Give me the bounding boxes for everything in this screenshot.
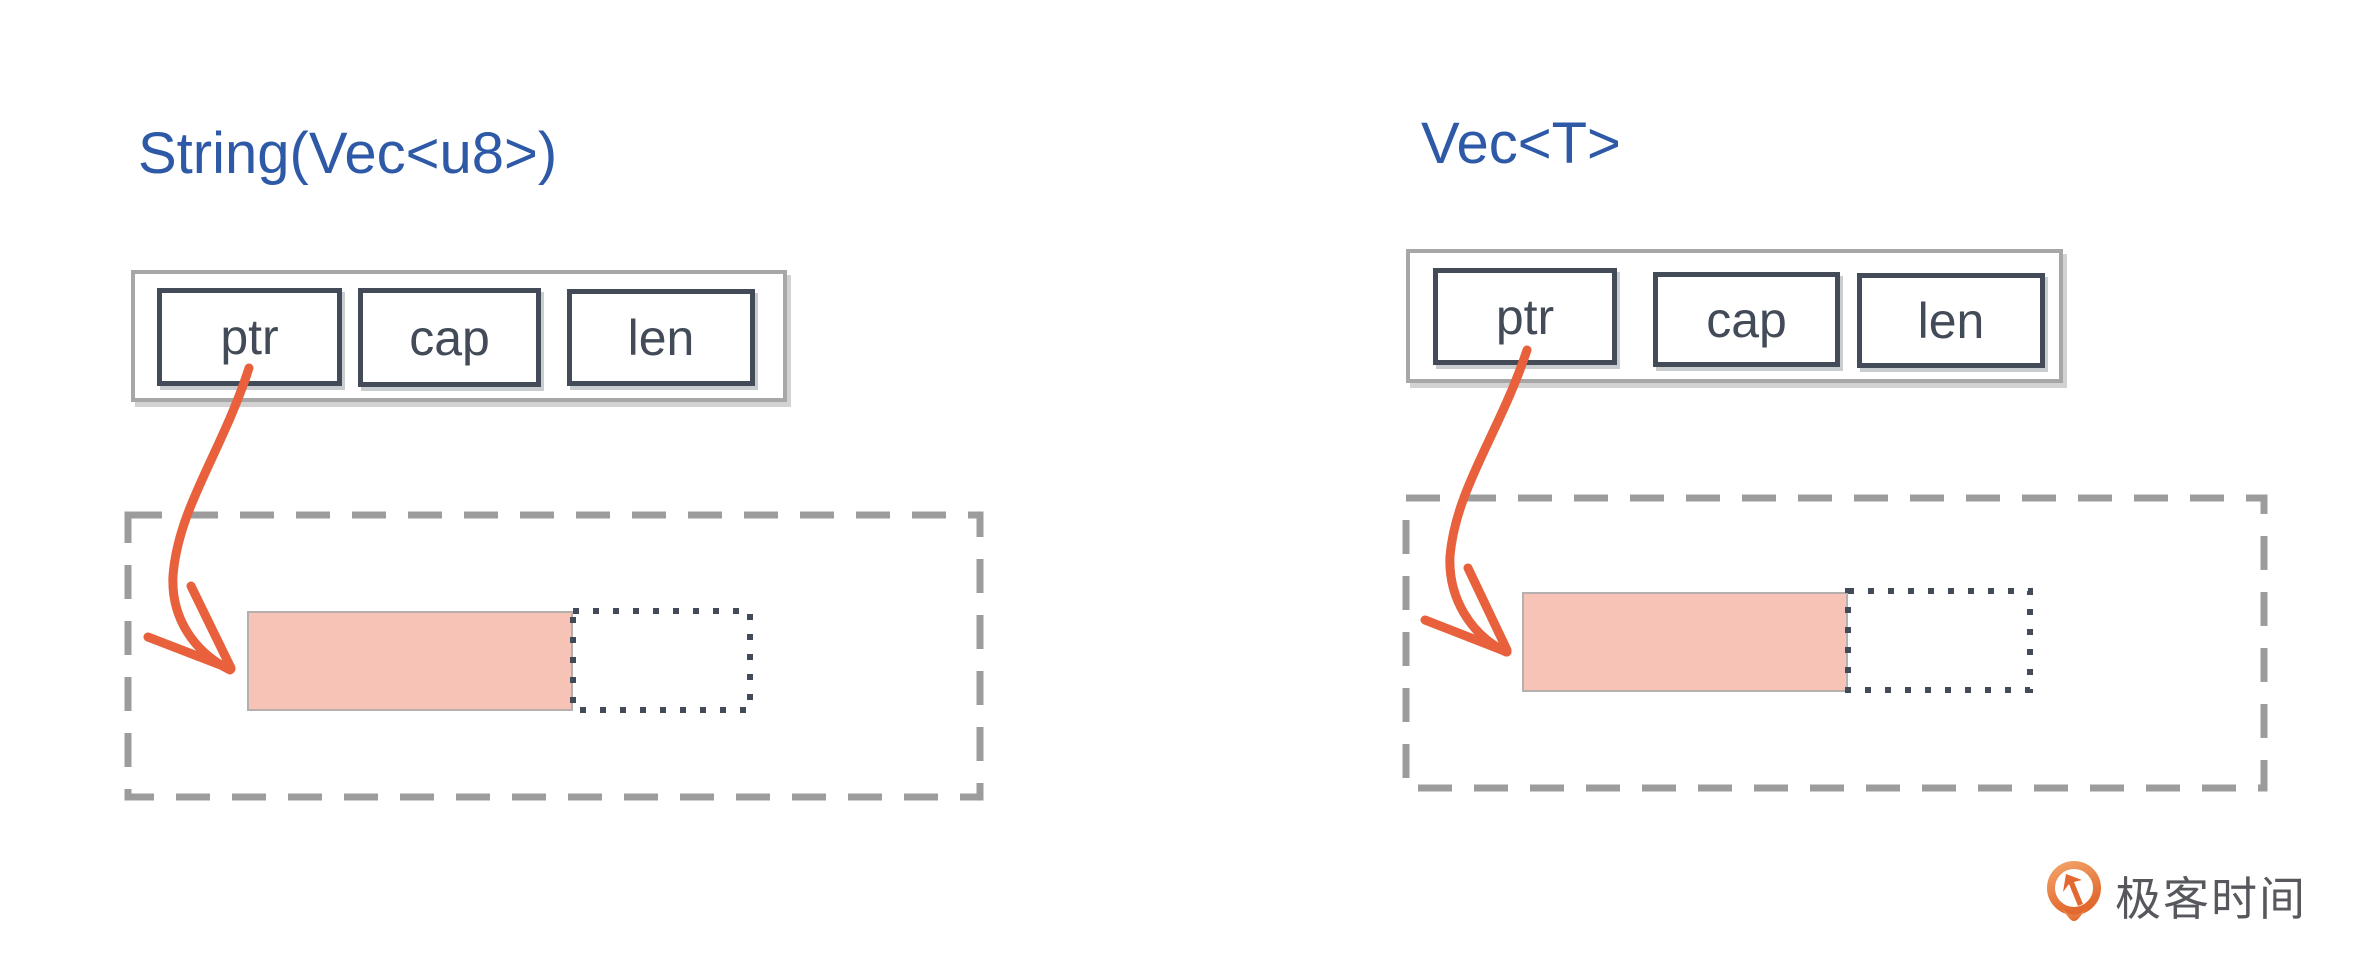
right-panel-title: Vec<T>	[1421, 111, 1621, 176]
right-field-ptr-label: ptr	[1495, 288, 1555, 345]
right-field-cap-label: cap	[1706, 291, 1787, 348]
logo-ring	[2047, 861, 2101, 915]
geektime-logo-icon	[2047, 861, 2101, 921]
left-field-ptr: ptr	[157, 288, 342, 386]
right-field-len: len	[1857, 273, 2045, 368]
right-ptr-arrow-barb-upper	[1463, 563, 1512, 655]
left-panel-title: String(Vec<u8>)	[138, 121, 558, 186]
left-field-cap: cap	[358, 288, 541, 387]
left-ptr-arrow-barb-upper	[186, 581, 236, 673]
right-field-ptr: ptr	[1433, 268, 1617, 365]
right-heap-used-block	[1522, 592, 1848, 692]
logo-needle	[2063, 874, 2083, 906]
left-field-ptr-label: ptr	[220, 309, 279, 365]
right-ptr-arrow-shaft	[1445, 345, 1532, 657]
left-field-len: len	[567, 289, 755, 386]
right-field-len-label: len	[1917, 292, 1985, 349]
left-field-cap-label: cap	[409, 309, 490, 366]
brand-logo-text: 极客时间	[2115, 873, 2307, 925]
left-ptr-arrow	[143, 363, 254, 675]
right-spare-capacity-dotted-box	[1845, 588, 2033, 693]
left-field-len-label: len	[627, 309, 695, 366]
brand-logo: 极客时间	[2045, 860, 2307, 932]
right-ptr-arrow-barb-lower	[1420, 615, 1512, 657]
left-ptr-arrow-shaft	[168, 363, 254, 675]
right-field-cap: cap	[1653, 272, 1840, 367]
right-ptr-arrow	[1420, 345, 1532, 657]
left-heap-used-block	[247, 611, 573, 711]
left-spare-capacity-dotted-box	[570, 608, 753, 713]
left-ptr-arrow-barb-lower	[143, 632, 236, 674]
